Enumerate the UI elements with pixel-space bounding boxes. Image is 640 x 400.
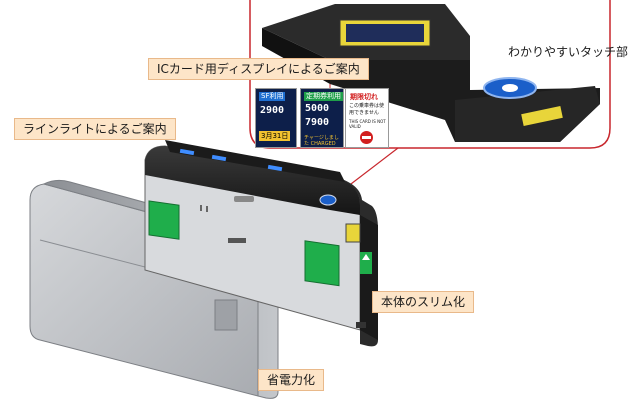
expired-card-panel: 期限切れ この乗車券は使用できません THIS CARD IS NOT VALI… (345, 88, 389, 148)
inset-frame (249, 0, 611, 149)
sf-tag: SF利用 (259, 92, 286, 101)
commuter-usage-panel: 定期券利用 5000 7900 チャージしました CHARGED (300, 88, 344, 148)
ic-display-callout: ICカード用ディスプレイによるご案内 (148, 58, 369, 80)
commuter-tag: 定期券利用 (304, 92, 343, 101)
gate-touch-pad (319, 194, 337, 206)
sf-usage-panel: SF利用 2900 3月31日 (255, 88, 297, 148)
slim-body-callout: 本体のスリム化 (372, 291, 475, 313)
line-light-strip-1 (179, 148, 195, 156)
line-light-strip-2 (211, 154, 227, 162)
green-panel-right (304, 240, 340, 287)
commuter-amount-1: 5000 (305, 103, 330, 114)
touch-area-label: わかりやすいタッチ部 (508, 45, 629, 59)
expired-message-en: THIS CARD IS NOT VALID (349, 119, 386, 129)
commuter-amount-2: 7900 (305, 117, 330, 128)
green-panel-left (148, 200, 180, 240)
line-light-strip-3 (267, 164, 283, 172)
sf-amount: 2900 (260, 105, 285, 116)
expired-message-jp: この乗車券は使用できません (349, 103, 385, 116)
touch-label-strip (521, 105, 563, 127)
commuter-charge-note: チャージしました CHARGED (304, 135, 339, 147)
dark-gate-unit (144, 140, 378, 347)
sf-date: 3月31日 (259, 131, 291, 141)
no-entry-icon (360, 131, 373, 144)
power-saving-callout: 省電力化 (258, 369, 325, 391)
line-light-callout: ラインライトによるご案内 (14, 118, 176, 140)
expired-title: 期限切れ (350, 93, 378, 101)
